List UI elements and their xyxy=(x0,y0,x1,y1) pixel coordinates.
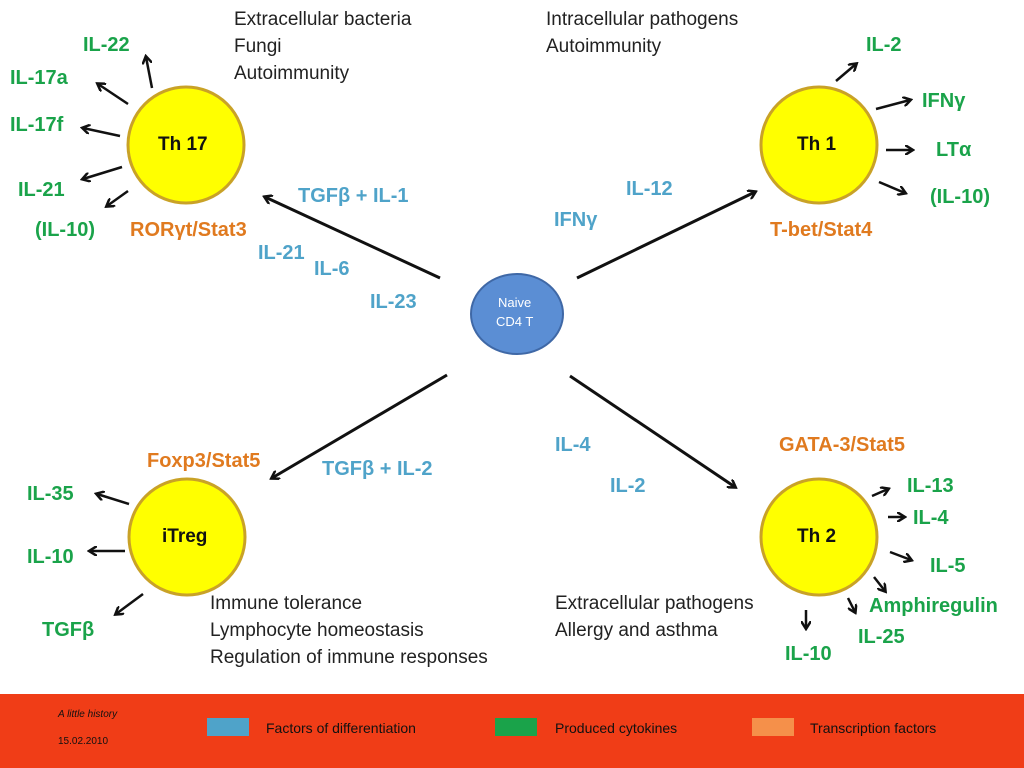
th1-role: Autoimmunity xyxy=(546,36,662,57)
footer-bar: A little history 15.02.2010 Factors of d… xyxy=(0,694,1024,768)
itreg-cytokine: TGFβ xyxy=(42,619,95,641)
legend-label-differentiation: Factors of differentiation xyxy=(266,720,416,736)
th17-cell xyxy=(126,85,246,205)
th2-factor: IL-4 xyxy=(555,434,591,456)
th1-cell xyxy=(759,85,879,205)
th17-roles: Extracellular bacteria Fungi Autoimmunit… xyxy=(234,6,411,87)
th1-label: Th 1 xyxy=(797,134,837,155)
arrow-th1-ifng xyxy=(875,100,910,111)
arrow-th2-amphiregulin xyxy=(873,576,885,591)
arrow-to-th17 xyxy=(265,197,441,280)
arrow-itreg-tgfb xyxy=(116,592,144,614)
th17-role: Extracellular bacteria xyxy=(234,9,412,30)
th17-label: Th 17 xyxy=(158,134,208,155)
th17-cytokine: IL-22 xyxy=(83,34,130,56)
th17-transcription-factor: RORγt/Stat3 xyxy=(130,219,247,241)
arrow-to-itreg xyxy=(272,373,448,478)
th2-factor: IL-2 xyxy=(610,475,646,497)
arrow-th17-il17f xyxy=(83,128,121,138)
legend-swatch-transcription xyxy=(752,718,794,736)
th2-roles: Extracellular pathogens Allergy and asth… xyxy=(555,590,754,644)
arrow-th17-il10 xyxy=(107,189,129,206)
th1-transcription-factor: T-bet/Stat4 xyxy=(770,219,873,241)
arrow-th17-il21 xyxy=(83,165,123,179)
itreg-cell xyxy=(127,477,247,597)
itreg-role: Lymphocyte homeostasis xyxy=(210,620,424,641)
th17-role: Fungi xyxy=(234,36,282,57)
th2-role: Allergy and asthma xyxy=(555,620,718,641)
arrow-to-th2 xyxy=(569,374,735,487)
th2-cytokine: IL-10 xyxy=(785,643,832,665)
legend-swatch-cytokines xyxy=(495,718,537,736)
th17-cytokine: IL-21 xyxy=(18,179,65,201)
itreg-label: iTreg xyxy=(162,526,208,547)
arrow-th1-il2 xyxy=(835,64,856,82)
th17-cytokine: IL-17a xyxy=(10,67,68,89)
arrow-to-th1 xyxy=(576,192,755,280)
footer-title: A little history xyxy=(58,709,118,720)
th2-role: Extracellular pathogens xyxy=(555,593,754,614)
th2-cell xyxy=(759,477,879,597)
th2-cytokine: IL-4 xyxy=(913,507,949,529)
th2-label: Th 2 xyxy=(797,526,837,547)
th17-factor: IL-6 xyxy=(314,258,350,280)
th17-factor: TGFβ + IL-1 xyxy=(298,185,409,207)
legend-label-cytokines: Produced cytokines xyxy=(555,720,678,736)
arrow-th2-il5 xyxy=(889,550,911,560)
itreg-roles: Immune tolerance Lymphocyte homeostasis … xyxy=(210,590,488,671)
naive-label-line1: Naive xyxy=(498,295,532,310)
th1-cytokine: (IL-10) xyxy=(930,186,990,208)
itreg-factor: TGFβ + IL-2 xyxy=(322,458,433,480)
itreg-cytokine: IL-35 xyxy=(27,483,74,505)
footer-date: 15.02.2010 xyxy=(58,736,109,747)
itreg-cytokine: IL-10 xyxy=(27,546,74,568)
legend-label-transcription: Transcription factors xyxy=(810,720,937,736)
th1-role: Intracellular pathogens xyxy=(546,9,739,30)
itreg-role: Regulation of immune responses xyxy=(210,647,488,668)
th2-cytokine: IL-25 xyxy=(858,626,905,648)
th17-factor: IL-21 xyxy=(258,242,305,264)
th1-cytokine: IFNγ xyxy=(922,90,966,112)
itreg-transcription-factor: Foxp3/Stat5 xyxy=(147,450,261,472)
th1-cytokine: IL-2 xyxy=(866,34,902,56)
th17-factor: IL-23 xyxy=(370,291,417,313)
th2-transcription-factor: GATA-3/Stat5 xyxy=(779,434,905,456)
arrow-itreg-il35 xyxy=(97,494,130,506)
th2-cytokine: IL-13 xyxy=(907,475,954,497)
th17-role: Autoimmunity xyxy=(234,63,350,84)
arrow-th17-il22 xyxy=(146,57,154,89)
th2-cytokine: IL-5 xyxy=(930,555,966,577)
legend-swatch-differentiation xyxy=(207,718,249,736)
naive-label-line2: CD4 T xyxy=(496,314,534,329)
th1-cytokine: LTα xyxy=(936,139,972,161)
arrow-th17-il17a xyxy=(98,84,129,106)
th1-factor: IFNγ xyxy=(554,209,598,231)
arrow-th1-il10 xyxy=(878,180,905,193)
th1-factor: IL-12 xyxy=(626,178,673,200)
th17-cytokine: (IL-10) xyxy=(35,219,95,241)
differentiation-diagram xyxy=(0,0,1024,694)
arrow-th2-il25 xyxy=(846,597,855,612)
naive-cd4-cell xyxy=(470,273,564,355)
th1-roles: Intracellular pathogens Autoimmunity xyxy=(546,6,738,60)
arrow-th2-il13 xyxy=(871,489,888,498)
itreg-role: Immune tolerance xyxy=(210,593,363,614)
th2-cytokine: Amphiregulin xyxy=(869,595,998,617)
th17-cytokine: IL-17f xyxy=(10,114,64,136)
